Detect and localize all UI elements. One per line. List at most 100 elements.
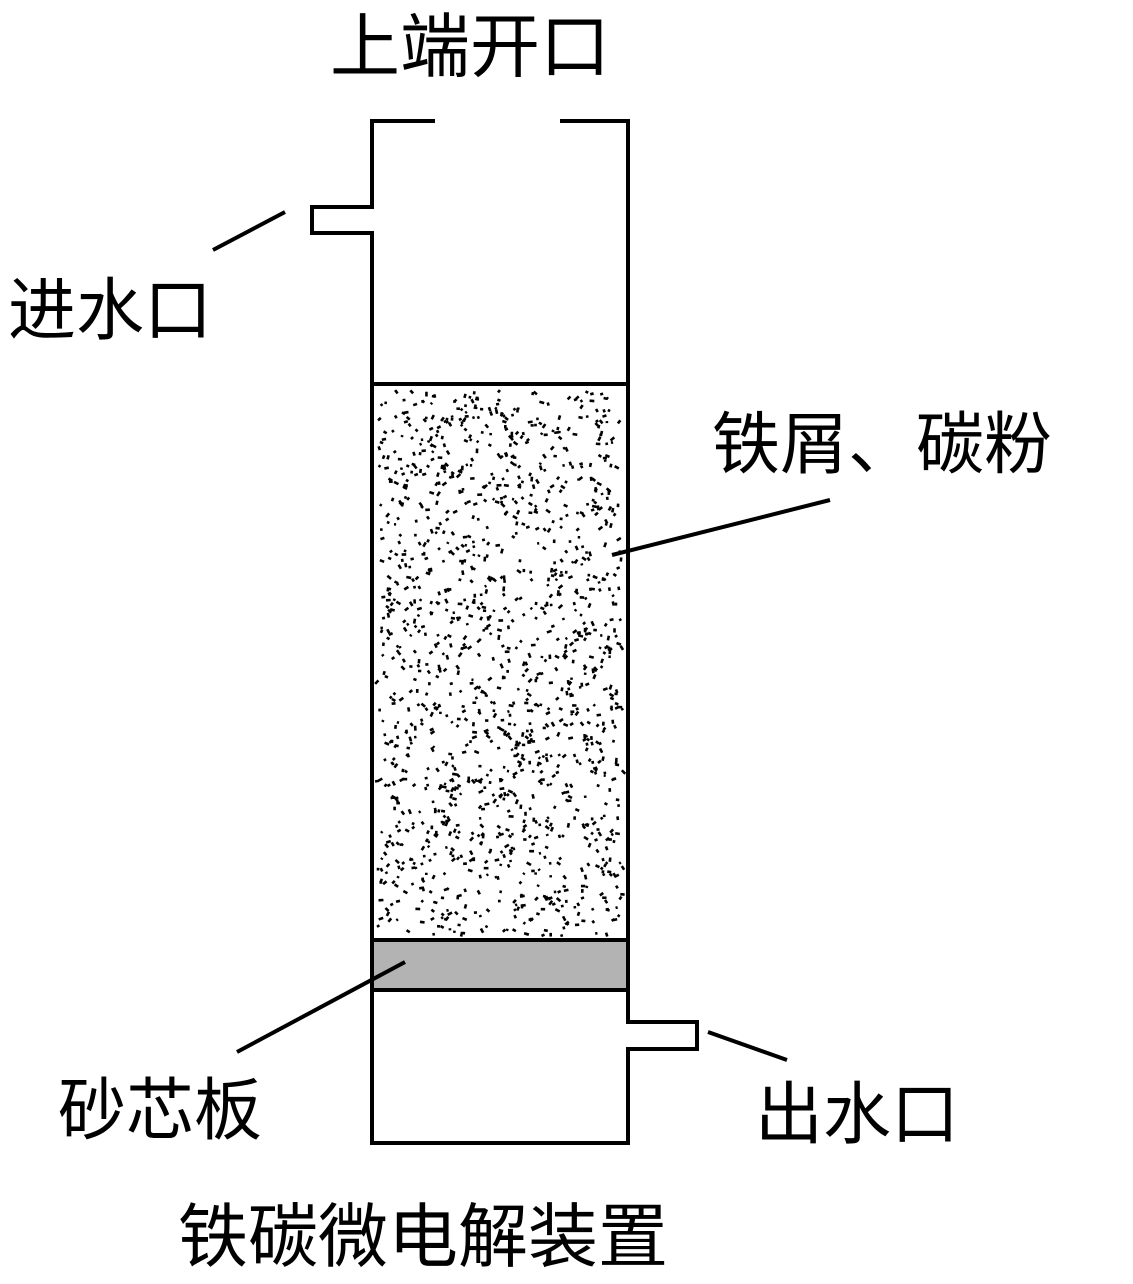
fill-particle — [468, 395, 472, 399]
fill-particle — [425, 571, 431, 576]
fill-particle — [496, 686, 502, 690]
fill-particle — [543, 658, 548, 663]
fill-particle — [420, 878, 426, 883]
fill-particle — [568, 736, 574, 740]
fill-particle — [445, 887, 450, 891]
fill-particle — [496, 725, 501, 730]
fill-particle — [414, 575, 420, 581]
fill-particle — [485, 734, 491, 740]
fill-particle — [505, 928, 509, 932]
fill-particle — [394, 824, 399, 829]
fill-particle — [438, 521, 443, 526]
fill-particle — [545, 833, 549, 837]
fill-particle — [529, 708, 534, 713]
fill-particle — [586, 720, 591, 725]
fill-particle — [557, 584, 564, 590]
fill-particle — [430, 457, 435, 462]
fill-particle — [406, 746, 411, 750]
fill-particle — [519, 894, 525, 898]
fill-particle — [559, 573, 564, 578]
fill-particle — [458, 417, 463, 422]
fill-particle — [429, 567, 433, 572]
fill-particle — [473, 749, 480, 755]
fill-particle — [382, 880, 388, 886]
fill-particle — [498, 793, 504, 798]
fill-particle — [503, 510, 509, 516]
fill-particle — [463, 501, 468, 506]
fill-particle — [590, 831, 594, 836]
fill-particle — [449, 620, 454, 625]
fill-particle — [492, 700, 496, 705]
fill-particle — [449, 643, 453, 648]
fill-particle — [538, 465, 543, 471]
fill-particle — [576, 911, 581, 917]
fill-particle — [614, 831, 621, 836]
fill-particle — [508, 848, 514, 853]
fill-particle — [478, 789, 484, 794]
fill-particle — [496, 875, 500, 881]
fill-particle — [461, 570, 465, 576]
fill-particle — [514, 746, 518, 750]
fill-particle — [607, 647, 613, 651]
fill-particle — [395, 735, 400, 740]
fill-particle — [397, 865, 401, 870]
fill-particle — [542, 527, 547, 532]
fill-particle — [578, 415, 583, 420]
fill-particle — [570, 465, 575, 469]
fill-particle — [446, 587, 452, 592]
fill-particle — [437, 703, 442, 708]
fill-particle — [617, 586, 621, 591]
fill-particle — [498, 454, 504, 460]
fill-particle — [408, 736, 413, 742]
fill-particle — [485, 908, 491, 913]
fill-particle — [378, 916, 384, 921]
fill-particle — [477, 554, 481, 558]
fill-particle — [563, 888, 569, 893]
fill-particle — [509, 460, 516, 466]
fill-particle — [405, 929, 411, 934]
fill-particle — [384, 466, 390, 470]
fill-particle — [527, 834, 532, 839]
fill-particle — [603, 577, 607, 582]
fill-particle — [496, 398, 501, 402]
fill-particle — [496, 389, 501, 394]
fill-particle — [387, 608, 393, 614]
fill-particle — [603, 459, 607, 463]
fill-particle — [403, 419, 409, 424]
fill-particle — [572, 432, 578, 437]
fill-particle — [410, 470, 414, 474]
fill-particle — [478, 841, 483, 846]
fill-particle — [377, 464, 382, 468]
fill-particle — [379, 440, 384, 445]
fill-particle — [597, 436, 602, 442]
fill-particle — [504, 416, 509, 421]
fill-particle — [407, 808, 412, 815]
fill-particle — [453, 766, 457, 772]
fill-particle — [496, 824, 502, 830]
fill-particle — [554, 578, 559, 582]
fill-particle — [465, 548, 471, 554]
fill-particle — [426, 844, 431, 849]
fill-particle — [614, 465, 620, 470]
fill-particle — [542, 610, 547, 616]
fill-particle — [516, 509, 521, 515]
fill-particle — [592, 703, 596, 707]
fill-particle — [444, 598, 449, 604]
fill-particle — [443, 588, 448, 594]
fill-particle — [611, 739, 616, 743]
fill-particle — [607, 408, 611, 413]
fill-particle — [560, 687, 564, 692]
fill-particle — [433, 643, 438, 649]
fill-particle — [572, 648, 577, 653]
fill-particle — [442, 814, 447, 819]
fill-particle — [391, 780, 397, 787]
fill-particle — [536, 761, 541, 767]
fill-particle — [427, 569, 432, 574]
fill-particle — [573, 589, 580, 596]
fill-particle — [572, 753, 577, 758]
fill-particle — [442, 871, 447, 876]
fill-particle — [379, 878, 384, 884]
fill-particle — [494, 409, 499, 415]
fill-particle — [517, 485, 522, 489]
fill-particle — [468, 614, 474, 618]
